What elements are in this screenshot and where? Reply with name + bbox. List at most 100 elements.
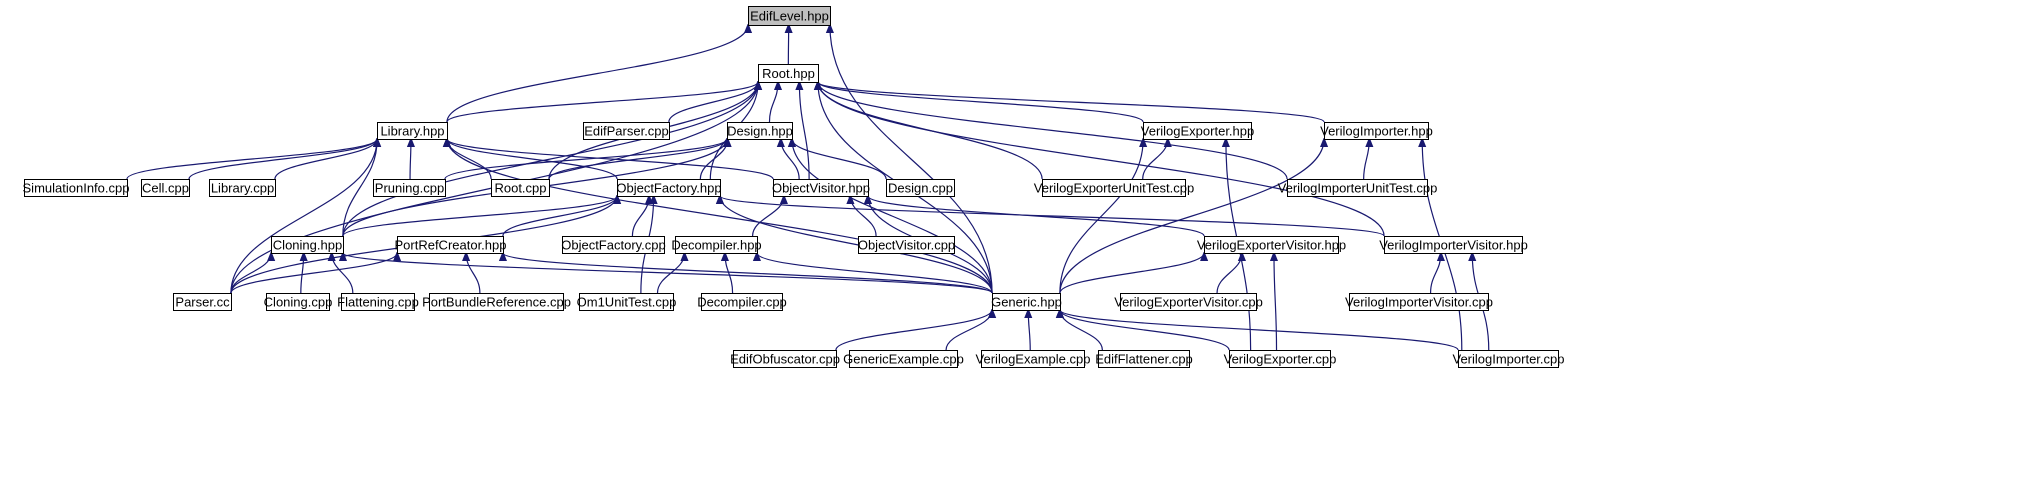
node-object-visitor-cpp[interactable]: ObjectVisitor.cpp [858,236,955,254]
node-design-cpp[interactable]: Design.cpp [886,179,955,197]
node-box [141,179,190,197]
edges-layer [126,25,1490,351]
edge-pruning-cpp-to-library [410,139,411,180]
node-verilog-importer-visitor[interactable]: VerilogImporterVisitor.hpp [1379,236,1528,254]
node-design[interactable]: Design.hpp [727,122,793,140]
node-box [341,293,415,311]
node-port-bundle-reference-cpp[interactable]: PortBundleReference.cpp [422,293,571,311]
node-label: EdifLevel.hpp [750,9,829,24]
node-simulation-info-cpp[interactable]: SimulationInfo.cpp [23,179,130,197]
node-box [1458,350,1559,368]
node-verilog-example-cpp[interactable]: VerilogExample.cpp [976,350,1091,368]
node-edif-obfuscator-cpp[interactable]: EdifObfuscator.cpp [730,350,840,368]
node-label: SimulationInfo.cpp [23,181,130,196]
node-label: ObjectFactory.hpp [616,181,721,196]
node-edif-level[interactable]: EdifLevel.hpp [748,6,831,26]
node-root-cpp[interactable]: Root.cpp [491,179,550,197]
edge-parser-cc-to-cloning [230,253,271,294]
edge-verilog-exporter-cpp-to-generic [1060,310,1230,351]
node-edif-parser-cpp[interactable]: EdifParser.cpp [583,122,670,140]
node-label: VerilogExporter.cpp [1224,352,1337,367]
node-box [1204,236,1339,254]
edge-generic-to-cloning [343,253,993,294]
edge-simulation-info-cpp-to-library [126,139,377,180]
node-label: EdifParser.cpp [584,124,669,139]
node-box [675,236,758,254]
edge-object-visitor-cpp-to-object-visitor [850,196,877,237]
node-box [1120,293,1257,311]
node-verilog-exporter-unit-test-cpp[interactable]: VerilogExporterUnitTest.cpp [1034,179,1194,197]
node-box [849,350,958,368]
node-verilog-exporter[interactable]: VerilogExporter.hpp [1141,122,1254,140]
node-library[interactable]: Library.hpp [377,122,448,140]
node-parser-cc[interactable]: Parser.cc [173,293,232,311]
edge-parser-cc-to-port-ref-creator [230,253,397,294]
node-generic-example-cpp[interactable]: GenericExample.cpp [843,350,964,368]
node-box [1042,179,1186,197]
edge-library-to-edif-level [446,25,748,123]
edge-generic-to-verilog-exporter-visitor [1059,253,1204,294]
node-verilog-importer-unit-test-cpp[interactable]: VerilogImporterUnitTest.cpp [1278,179,1438,197]
edge-library-cpp-to-library [274,139,377,180]
node-box [373,179,446,197]
node-verilog-exporter-visitor[interactable]: VerilogExporterVisitor.hpp [1197,236,1346,254]
node-generic[interactable]: Generic.hpp [991,293,1062,311]
node-object-factory[interactable]: ObjectFactory.hpp [616,179,722,197]
edge-generic-to-edif-level [830,25,993,294]
edge-design-to-root [768,82,778,123]
edge-cell-cpp-to-library [188,139,377,180]
edge-port-ref-creator-to-object-factory [502,196,617,237]
node-box [1349,293,1489,311]
node-pruning-cpp[interactable]: Pruning.cpp [373,179,446,197]
node-decompiler-cpp[interactable]: Decompiler.cpp [697,293,787,311]
node-verilog-exporter-cpp[interactable]: VerilogExporter.cpp [1224,350,1337,368]
node-box [562,236,665,254]
edge-generic-to-verilog-importer [1059,139,1324,294]
edge-pruning-cpp-to-design [444,139,727,180]
node-verilog-importer-visitor-cpp[interactable]: VerilogImporterVisitor.cpp [1345,293,1493,311]
edge-generic-to-decompiler [757,253,993,294]
edge-verilog-importer-unit-test-cpp-to-verilog-importer [1363,139,1370,180]
node-label: EdifFlattener.cpp [1095,352,1193,367]
node-box [579,293,674,311]
edge-cloning-to-library [342,139,377,237]
edge-cloning-to-object-factory [342,196,617,237]
edge-generic-to-port-ref-creator [503,253,993,294]
node-box [748,6,831,26]
node-edif-flattener-cpp[interactable]: EdifFlattener.cpp [1095,350,1193,368]
node-box [1229,350,1331,368]
node-verilog-exporter-visitor-cpp[interactable]: VerilogExporterVisitor.cpp [1114,293,1263,311]
node-label: VerilogExporterUnitTest.cpp [1034,181,1194,196]
node-label: PortBundleReference.cpp [422,295,571,310]
node-port-ref-creator[interactable]: PortRefCreator.hpp [394,236,507,254]
node-box [1384,236,1523,254]
node-label: Design.hpp [727,124,793,139]
node-cloning-cpp[interactable]: Cloning.cpp [264,293,333,311]
node-box [1287,179,1428,197]
node-label: Parser.cc [175,295,230,310]
node-label: Cloning.hpp [273,238,342,253]
node-label: Cell.cpp [142,181,189,196]
node-decompiler[interactable]: Decompiler.hpp [671,236,762,254]
node-object-visitor[interactable]: ObjectVisitor.hpp [772,179,870,197]
node-box [377,122,448,140]
node-label: VerilogExample.cpp [976,352,1091,367]
node-flattening-cpp[interactable]: Flattening.cpp [337,293,419,311]
edge-generic-to-design [792,139,993,294]
node-box [858,236,955,254]
node-root[interactable]: Root.hpp [758,64,819,83]
node-verilog-importer[interactable]: VerilogImporter.hpp [1320,122,1433,140]
node-cloning[interactable]: Cloning.hpp [271,236,344,254]
node-library-cpp[interactable]: Library.cpp [209,179,276,197]
node-om1-unit-test-cpp[interactable]: Om1UnitTest.cpp [577,293,677,311]
edge-verilog-importer-visitor-to-root [818,82,1385,237]
edge-verilog-exporter-visitor-cpp-to-verilog-exporter-visitor [1216,253,1242,294]
node-object-factory-cpp[interactable]: ObjectFactory.cpp [561,236,666,254]
node-box [209,179,276,197]
node-cell-cpp[interactable]: Cell.cpp [141,179,190,197]
node-verilog-importer-cpp[interactable]: VerilogImporter.cpp [1452,350,1565,368]
node-box [886,179,955,197]
node-box [733,350,837,368]
node-label: Design.cpp [888,181,953,196]
